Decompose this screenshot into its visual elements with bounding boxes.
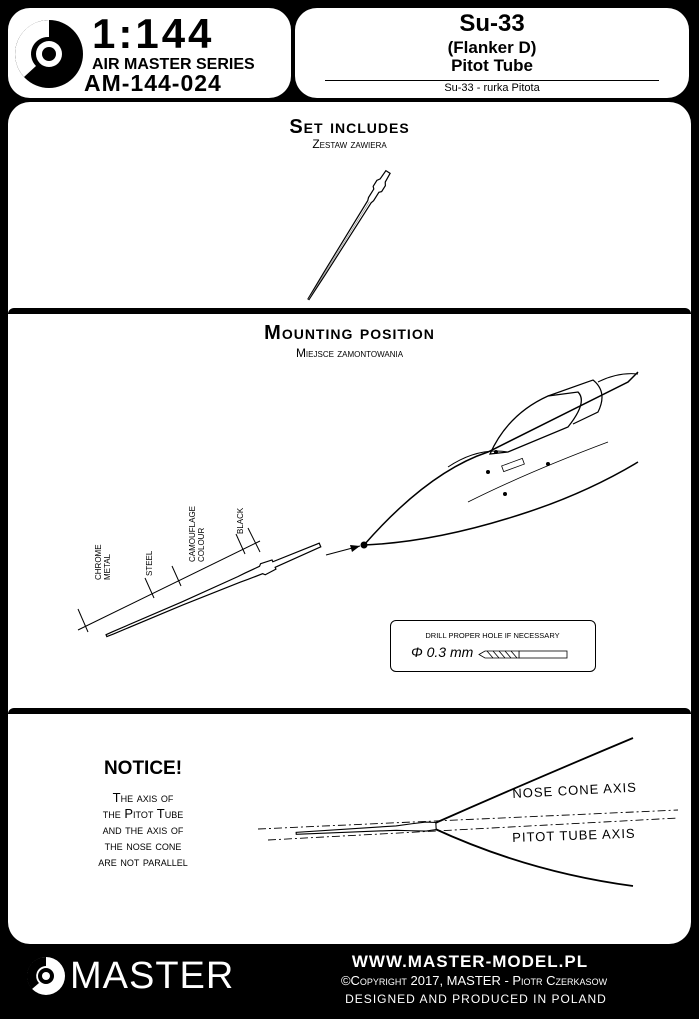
notice-line-2: the Pitot Tube [102,806,184,821]
product-name: Su-33 [459,10,525,37]
label-camouflage: CAMOUFLAGE COLOUR [188,492,206,562]
master-logo-icon [15,20,83,88]
drill-note-box: DRILL PROPER HOLE IF NECESSARY Φ 0.3 mm [390,620,596,672]
series-label: AIR MASTER SERIES [92,56,255,73]
label-chrome-metal: CHROME METAL [94,532,112,580]
main-panel: Set includes Zestaw zawiera Mounting pos… [8,102,691,944]
notice-line-4: the nose cone [104,838,182,853]
product-variant: (Flanker D) [447,38,537,57]
header-code-panel: 1:144 AIR MASTER SERIES AM-144-024 [8,8,291,98]
camouflage-text: CAMOUFLAGE COLOUR [188,505,206,562]
notice-line-3: and the axis of [102,822,184,837]
mounting-title: Mounting position [264,322,435,344]
drill-size: Φ 0.3 mm [411,644,474,660]
title-divider [325,80,659,81]
header-title-panel: Su-33 (Flanker D) Pitot Tube Su-33 - rur… [295,8,689,98]
section-gap-2 [8,708,691,714]
scale-label: 1:144 [92,10,215,57]
footer-copyright: ©Copyright 2017, MASTER - Piotr Czerkaso… [340,973,608,988]
chrome-metal-text: CHROME METAL [94,544,112,580]
notice-line-5: are not parallel [98,854,188,869]
section-gap-1 [8,308,691,314]
footer-brand: MASTER [70,955,235,997]
drill-bit-icon [478,650,568,659]
product-part: Pitot Tube [451,56,533,75]
set-includes-title: Set includes [289,116,410,138]
pitot-tube-diagram [77,527,322,638]
aircraft-nose-drawing [325,371,639,556]
notice-line-1: The axis of [112,790,174,805]
label-steel: STEEL [145,550,154,576]
product-polish-name: Su-33 - rurka Pitota [444,82,540,94]
axis-diagram [257,737,679,887]
product-code: AM-144-024 [84,70,222,96]
footer-website: WWW.MASTER-MODEL.PL [351,952,589,971]
drill-note-text: DRILL PROPER HOLE IF NECESSARY [425,631,560,640]
pitot-tube-part-icon [307,169,391,301]
notice-title: NOTICE! [103,758,183,779]
mounting-subtitle: Miejsce zamontowania [295,346,404,360]
set-includes-subtitle: Zestaw zawiera [312,137,387,151]
footer-designed: DESIGNED AND PRODUCED IN POLAND [345,992,607,1006]
notice-text: The axis of the Pitot Tube and the axis … [43,790,243,870]
label-black: BLACK [236,507,245,534]
footer-logo-icon [26,956,65,995]
